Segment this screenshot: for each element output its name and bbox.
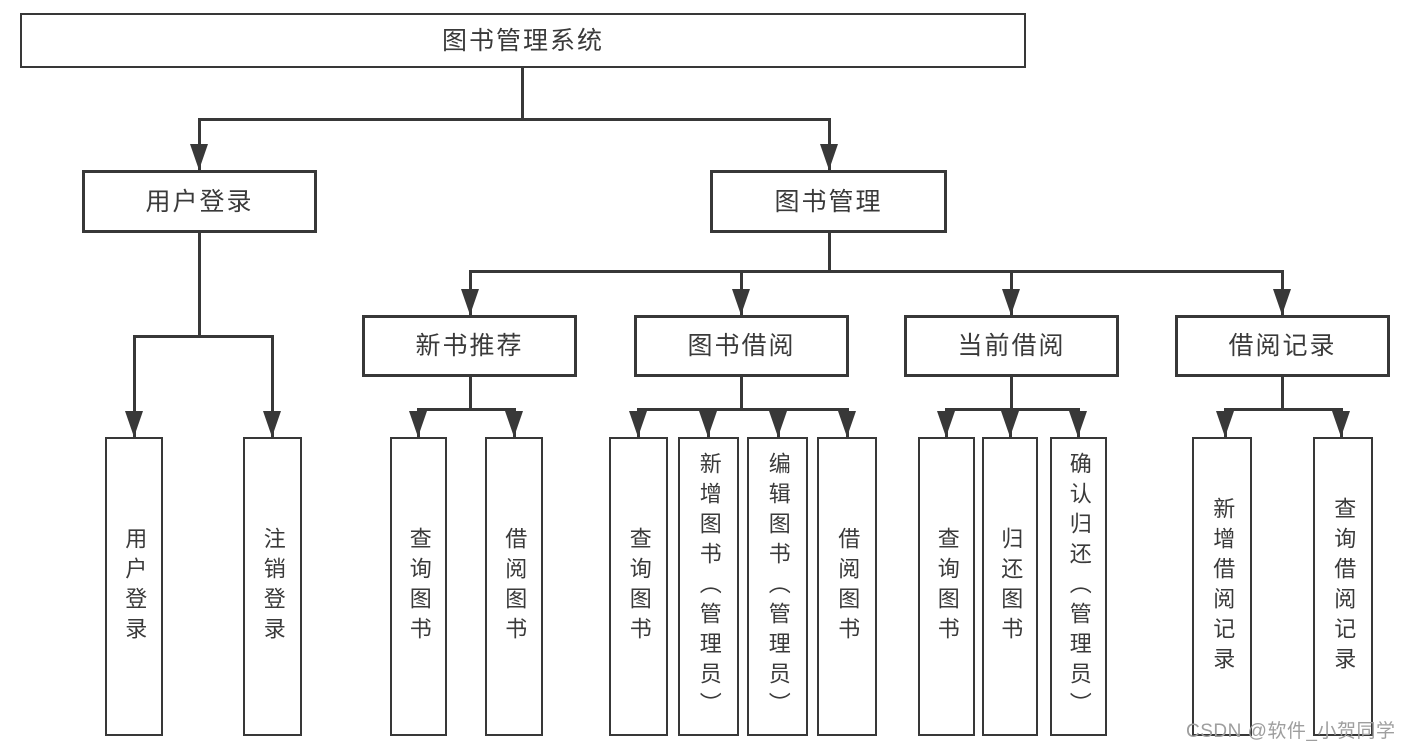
arrow-down-icon	[125, 411, 143, 437]
arrow-down-icon	[1001, 411, 1019, 437]
leaf-borrow-books-a: 借阅图书	[485, 437, 543, 736]
connector-book-management-stem	[827, 233, 831, 270]
arrow-down-icon	[732, 289, 750, 315]
node-book-management: 图书管理	[710, 170, 947, 233]
leaf-logout: 注销登录	[243, 437, 302, 736]
leaf-query-borrow-record: 查询借阅记录	[1313, 437, 1373, 736]
connector-user-login-stem	[197, 233, 201, 335]
node-current-borrowing: 当前借阅	[904, 315, 1119, 377]
connector-user-login-splitter	[132, 335, 274, 338]
leaf-query-books-b: 查询图书	[609, 437, 668, 736]
connector-borrowing-stem	[739, 377, 743, 408]
arrow-down-icon	[505, 411, 523, 437]
leaf-borrow-books-b: 借阅图书	[817, 437, 877, 736]
connector-drop-leaf	[270, 335, 274, 437]
arrow-down-icon	[263, 411, 281, 437]
leaf-add-book-admin: 新增图书（管理员）	[678, 437, 739, 736]
leaf-confirm-return-admin: 确认归还（管理员）	[1050, 437, 1107, 736]
leaf-user-login: 用户登录	[105, 437, 163, 736]
arrow-down-icon	[769, 411, 787, 437]
connector-recommendation-splitter	[416, 408, 516, 411]
connector-recommendation-stem	[468, 377, 472, 408]
connector-drop-leaf	[132, 335, 136, 437]
arrow-down-icon	[409, 411, 427, 437]
arrow-down-icon	[1273, 289, 1291, 315]
connector-borrowing-splitter	[636, 408, 849, 411]
node-borrowing-records: 借阅记录	[1175, 315, 1390, 377]
watermark: CSDN @软件_小贺同学	[1186, 721, 1396, 742]
arrow-down-icon	[937, 411, 955, 437]
connector-root-stem	[520, 67, 524, 119]
arrow-down-icon	[699, 411, 717, 437]
connector-current-splitter	[944, 408, 1080, 411]
node-new-book-recommendation: 新书推荐	[362, 315, 577, 377]
leaf-add-borrow-record: 新增借阅记录	[1192, 437, 1252, 736]
arrow-down-icon	[1216, 411, 1234, 437]
node-book-borrowing: 图书借阅	[634, 315, 849, 377]
node-library-management-system: 图书管理系统	[20, 13, 1026, 68]
arrow-down-icon	[838, 411, 856, 437]
arrow-down-icon	[1069, 411, 1087, 437]
leaf-return-book: 归还图书	[982, 437, 1038, 736]
connector-current-stem	[1009, 377, 1013, 408]
connector-records-splitter	[1223, 408, 1343, 411]
arrow-down-icon	[629, 411, 647, 437]
leaf-query-books-c: 查询图书	[918, 437, 975, 736]
connector-level3-splitter	[468, 270, 1284, 273]
connector-level2-splitter	[197, 118, 831, 121]
leaf-edit-book-admin: 编辑图书（管理员）	[747, 437, 808, 736]
node-user-login: 用户登录	[82, 170, 317, 233]
arrow-down-icon	[190, 144, 208, 170]
connector-records-stem	[1280, 377, 1284, 408]
arrow-down-icon	[1002, 289, 1020, 315]
leaf-query-books-a: 查询图书	[390, 437, 447, 736]
arrow-down-icon	[820, 144, 838, 170]
arrow-down-icon	[1332, 411, 1350, 437]
arrow-down-icon	[461, 289, 479, 315]
